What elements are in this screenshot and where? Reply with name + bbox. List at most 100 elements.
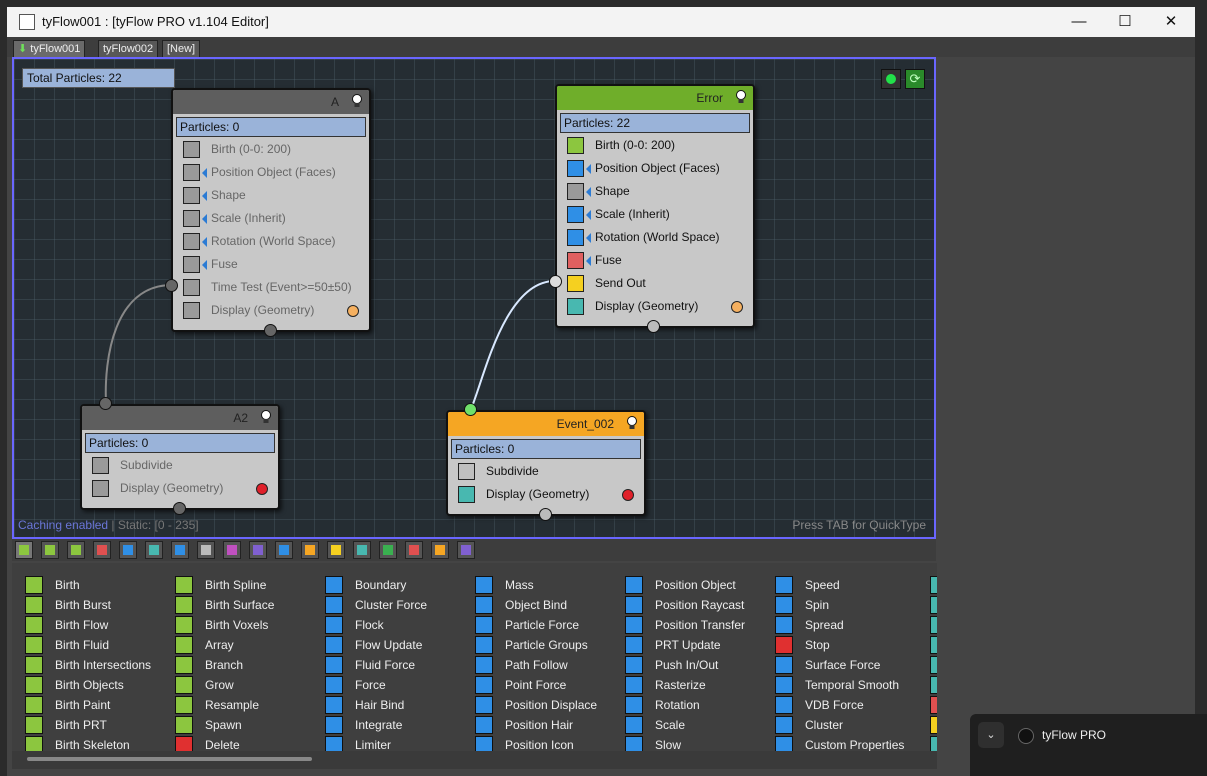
operator-list-item[interactable]: VDB Force	[775, 695, 920, 715]
operator-list-item[interactable]: Flock	[325, 615, 470, 635]
operator-row[interactable]: Shape	[565, 181, 747, 203]
operator-list-item-icon[interactable]	[930, 636, 937, 654]
tab-new[interactable]: [New]	[162, 40, 201, 57]
operator-list-item[interactable]: Temporal Smooth	[775, 675, 920, 695]
operator-list-item-icon[interactable]	[930, 656, 937, 674]
operator-list-item[interactable]: Push In/Out	[625, 655, 770, 675]
operator-list-item[interactable]: Hair Bind	[325, 695, 470, 715]
bulb-icon[interactable]	[351, 94, 363, 108]
refresh-icon[interactable]: ⟳	[905, 69, 925, 89]
node-error-header[interactable]	[557, 86, 753, 110]
operator-list-item[interactable]: Stop	[775, 635, 920, 655]
operator-list-item[interactable]: Integrate	[325, 715, 470, 735]
chevron-down-icon[interactable]: ⌄	[978, 722, 1004, 748]
operator-list-item-icon[interactable]	[930, 676, 937, 694]
operator-category-tab[interactable]	[145, 541, 163, 559]
operator-list-item[interactable]: Birth PRT	[25, 715, 170, 735]
operator-category-tab[interactable]	[41, 541, 59, 559]
operator-list-item-icon[interactable]	[930, 616, 937, 634]
node-event-002-input-port[interactable]	[464, 403, 477, 416]
operator-category-tab[interactable]	[301, 541, 319, 559]
operator-category-tab[interactable]	[171, 541, 189, 559]
operator-list-item[interactable]: Spread	[775, 615, 920, 635]
operator-row[interactable]: Shape	[181, 185, 363, 207]
operator-row[interactable]: Scale (Inherit)	[565, 204, 747, 226]
operator-list-item-icon[interactable]	[930, 716, 937, 734]
operator-list-item[interactable]: Point Force	[475, 675, 620, 695]
operator-list-item[interactable]: Force	[325, 675, 470, 695]
operator-list-item[interactable]: Birth Fluid	[25, 635, 170, 655]
operator-list-item[interactable]: Birth Objects	[25, 675, 170, 695]
operator-list-item-icon[interactable]	[930, 696, 937, 714]
operator-row[interactable]: Display (Geometry)	[90, 478, 272, 500]
node-a-output-port[interactable]	[264, 324, 277, 337]
operator-list-item[interactable]: Particle Groups	[475, 635, 620, 655]
operator-list-item[interactable]: Position Object	[625, 575, 770, 595]
operator-category-tab[interactable]	[353, 541, 371, 559]
operator-row[interactable]: Position Object (Faces)	[181, 162, 363, 184]
display-color-swatch[interactable]	[347, 305, 359, 317]
operator-list-item[interactable]: Position Icon	[475, 735, 620, 751]
node-a2-header[interactable]	[82, 406, 278, 430]
operator-category-tab[interactable]	[379, 541, 397, 559]
operator-list-item-icon[interactable]	[930, 596, 937, 614]
operator-list-item[interactable]: Boundary	[325, 575, 470, 595]
operator-row[interactable]: Birth (0-0: 200)	[565, 135, 747, 157]
operator-list-item-icon[interactable]	[930, 736, 937, 751]
operator-list-scrollbar[interactable]	[12, 751, 937, 769]
node-a[interactable]: A Particles: 0 Birth (0-0: 200)Position …	[171, 88, 371, 332]
operator-row[interactable]: Send Out	[565, 273, 747, 295]
operator-row[interactable]: Display (Geometry)	[456, 484, 638, 506]
node-a-test-port[interactable]	[165, 279, 178, 292]
operator-row[interactable]: Fuse	[181, 254, 363, 276]
operator-row[interactable]: Display (Geometry)	[181, 300, 363, 322]
operator-list-item-icon[interactable]	[930, 576, 937, 594]
operator-list-item[interactable]: Resample	[175, 695, 320, 715]
operator-list-item[interactable]: Birth Spline	[175, 575, 320, 595]
operator-list-item[interactable]: Position Transfer	[625, 615, 770, 635]
bulb-icon[interactable]	[735, 90, 747, 104]
node-a2-input-port[interactable]	[99, 397, 112, 410]
node-error-output-port[interactable]	[647, 320, 660, 333]
operator-row[interactable]: Rotation (World Space)	[181, 231, 363, 253]
operator-list-item[interactable]: Surface Force	[775, 655, 920, 675]
operator-list-item[interactable]: Birth Voxels	[175, 615, 320, 635]
operator-list-item[interactable]: Flow Update	[325, 635, 470, 655]
operator-list-item[interactable]: Position Displace	[475, 695, 620, 715]
operator-category-tab[interactable]	[431, 541, 449, 559]
operator-list-item[interactable]: Birth Flow	[25, 615, 170, 635]
operator-list-item[interactable]: Mass	[475, 575, 620, 595]
operator-list-item[interactable]: Path Follow	[475, 655, 620, 675]
node-event-002-output-port[interactable]	[539, 508, 552, 521]
operator-list-item[interactable]: Birth Intersections	[25, 655, 170, 675]
bulb-icon[interactable]	[626, 416, 638, 430]
operator-row[interactable]: Fuse	[565, 250, 747, 272]
operator-category-tab[interactable]	[67, 541, 85, 559]
operator-row[interactable]: Rotation (World Space)	[565, 227, 747, 249]
operator-row[interactable]: Time Test (Event>=50±50)	[181, 277, 363, 299]
operator-list-item[interactable]: Custom Properties	[775, 735, 920, 751]
bulb-icon[interactable]	[260, 410, 272, 424]
operator-category-tab[interactable]	[405, 541, 423, 559]
operator-list-item[interactable]: Rasterize	[625, 675, 770, 695]
operator-category-tab[interactable]	[15, 541, 33, 559]
operator-list-item[interactable]: Cluster Force	[325, 595, 470, 615]
operator-list-item[interactable]: Speed	[775, 575, 920, 595]
minimize-button[interactable]: —	[1071, 13, 1087, 30]
maximize-button[interactable]: ☐	[1118, 13, 1132, 30]
close-button[interactable]: ✕	[1164, 13, 1178, 30]
operator-list-item[interactable]: Position Hair	[475, 715, 620, 735]
status-indicator-button[interactable]	[881, 69, 901, 89]
operator-list-item[interactable]: Array	[175, 635, 320, 655]
node-error[interactable]: Error Particles: 22 Birth (0-0: 200)Posi…	[555, 84, 755, 328]
operator-list-item[interactable]: Birth Surface	[175, 595, 320, 615]
taskbar-preview[interactable]: ⌄ tyFlow PRO	[970, 714, 1207, 776]
operator-list-item[interactable]: Limiter	[325, 735, 470, 751]
operator-list-item[interactable]: PRT Update	[625, 635, 770, 655]
operator-row[interactable]: Birth (0-0: 200)	[181, 139, 363, 161]
operator-list-item[interactable]: Scale	[625, 715, 770, 735]
operator-category-tab[interactable]	[457, 541, 475, 559]
node-event-002-header[interactable]	[448, 412, 644, 436]
